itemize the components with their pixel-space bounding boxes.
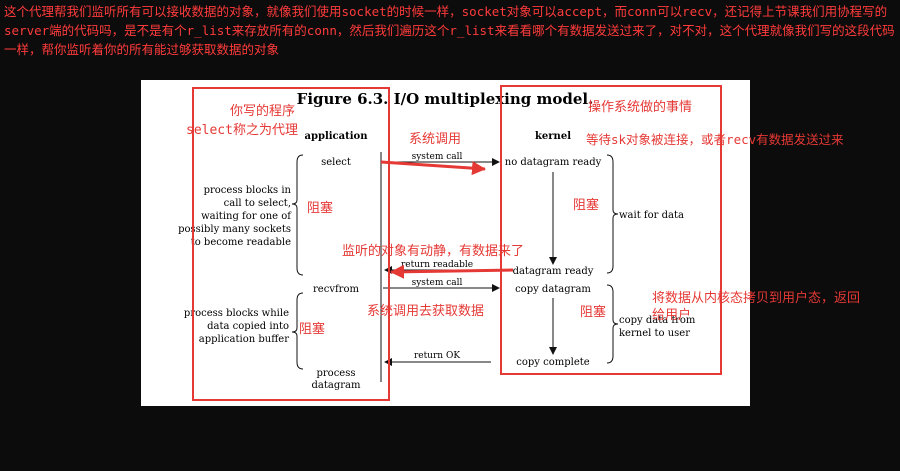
arrow-return-readable-label: return readable bbox=[401, 260, 473, 270]
process-blocks-select-text: process blocks in call to select, waitin… bbox=[178, 185, 292, 248]
svg-text:application buffer: application buffer bbox=[199, 334, 289, 345]
brace-copy-block bbox=[291, 292, 304, 370]
process-blocks-copy-text: process blocks while data copied into ap… bbox=[184, 308, 289, 345]
annotation-select-proxy: select称之为代理 bbox=[186, 123, 298, 138]
kernel-copy-complete: copy complete bbox=[516, 357, 589, 368]
application-header: application bbox=[305, 131, 369, 142]
annotation-syscall-fetch: 系统调用去获取数据 bbox=[367, 304, 485, 319]
figure-title: Figure 6.3. I/O multiplexing model. bbox=[297, 90, 594, 108]
brace-copy-data bbox=[606, 284, 619, 364]
kernel-datagram-ready: datagram ready bbox=[513, 266, 594, 277]
figure-diagram: Figure 6.3. I/O multiplexing model. appl… bbox=[178, 85, 722, 401]
kernel-copy-datagram: copy datagram bbox=[515, 284, 591, 295]
annotation-block-kernel-wait: 阻塞 bbox=[573, 198, 600, 213]
annotation-block-kernel-copy: 阻塞 bbox=[580, 305, 607, 320]
svg-text:data copied into: data copied into bbox=[207, 321, 289, 332]
svg-text:possibly many sockets: possibly many sockets bbox=[178, 224, 291, 235]
svg-text:process blocks in: process blocks in bbox=[204, 185, 292, 196]
annotation-system-call: 系统调用 bbox=[409, 132, 462, 147]
io-multiplexing-figure: Figure 6.3. I/O multiplexing model. appl… bbox=[141, 80, 750, 406]
svg-text:waiting for one of: waiting for one of bbox=[201, 211, 292, 222]
arrow-system-call-select-label: system call bbox=[412, 152, 463, 162]
brace-select-block bbox=[291, 154, 304, 276]
kernel-header: kernel bbox=[535, 131, 571, 142]
svg-text:datagram: datagram bbox=[312, 380, 361, 391]
recvfrom-label: recvfrom bbox=[313, 284, 359, 295]
annotation-wait-sk: 等待sk对象被连接，或者recv有数据发送过来 bbox=[586, 132, 844, 147]
svg-text:to become readable: to become readable bbox=[191, 237, 291, 248]
red-arrow-readable bbox=[390, 264, 514, 279]
arrow-system-call-recvfrom-label: system call bbox=[412, 278, 463, 288]
annotation-your-program: 你写的程序 bbox=[230, 104, 296, 119]
svg-text:call to select,: call to select, bbox=[224, 198, 291, 209]
svg-text:kernel to user: kernel to user bbox=[619, 328, 690, 339]
top-annotation-text: 这个代理帮我们监听所有可以接收数据的对象，就像我们使用socket的时候一样，s… bbox=[4, 4, 895, 57]
select-label: select bbox=[321, 157, 351, 168]
svg-text:copy data from: copy data from bbox=[619, 315, 696, 326]
kernel-wait-for-data-label: wait for data bbox=[619, 210, 684, 221]
red-arrow-system-call bbox=[380, 160, 486, 176]
kernel-copy-data-label: copy data from kernel to user bbox=[619, 315, 696, 339]
brace-wait-for-data bbox=[606, 154, 619, 274]
annotation-listened-changed: 监听的对象有动静，有数据来了 bbox=[342, 244, 525, 259]
application-highlight-box bbox=[192, 87, 390, 401]
process-datagram-text: process datagram bbox=[312, 368, 361, 391]
svg-text:process: process bbox=[317, 368, 356, 379]
annotation-block-copy: 阻塞 bbox=[299, 322, 326, 337]
annotation-os-work: 操作系统做的事情 bbox=[588, 100, 693, 115]
arrow-return-ok-label: return OK bbox=[414, 351, 460, 361]
annotation-copy-to-user: 将数据从内核态拷贝到用户态，返回 给用户 bbox=[652, 291, 861, 323]
annotation-block-select: 阻塞 bbox=[307, 201, 334, 216]
kernel-no-datagram-ready: no datagram ready bbox=[505, 157, 602, 168]
svg-text:process blocks while: process blocks while bbox=[184, 308, 289, 319]
kernel-highlight-box bbox=[500, 85, 722, 375]
